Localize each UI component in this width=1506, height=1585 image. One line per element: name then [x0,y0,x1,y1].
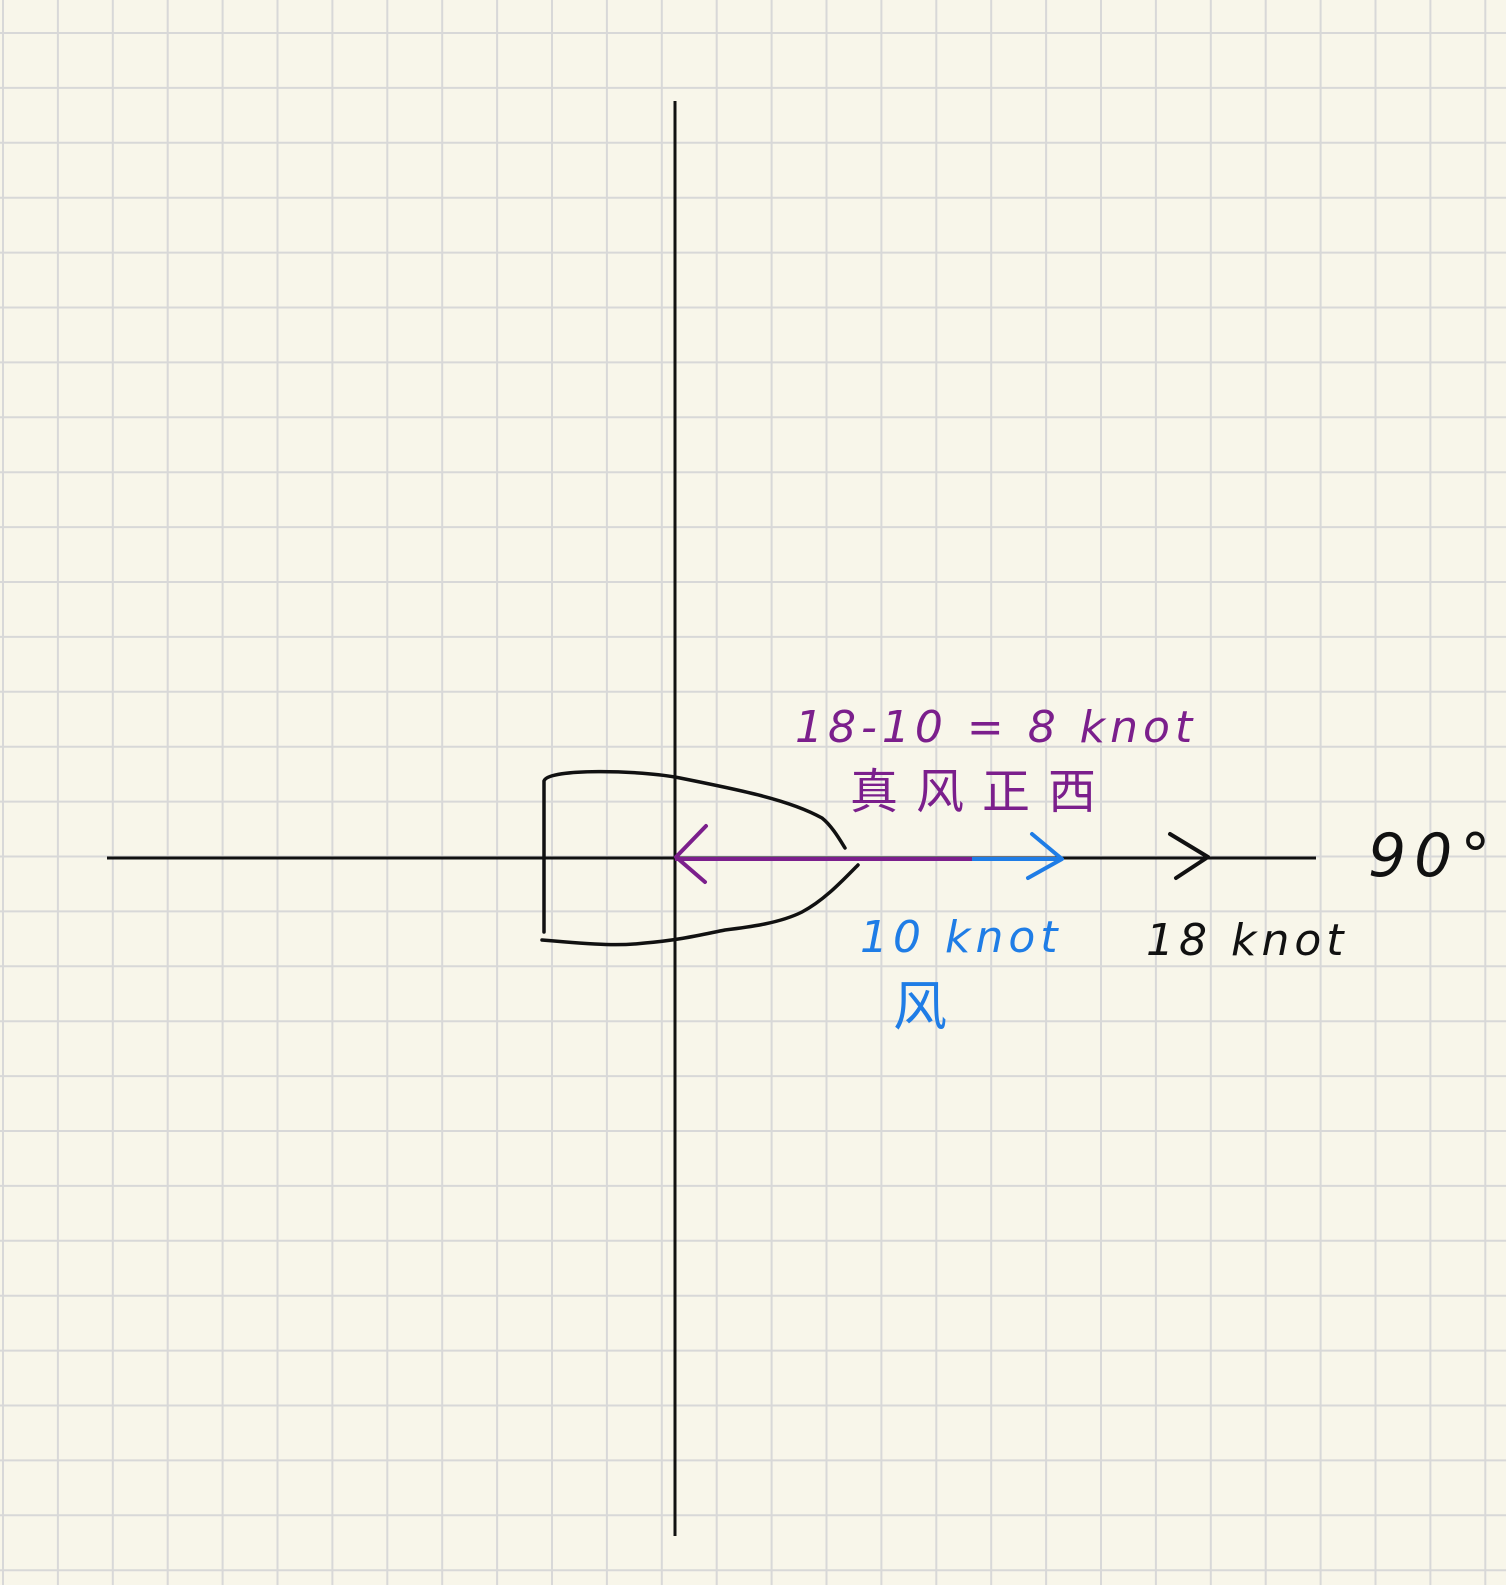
relative-wind-calc-label: 18-10 = 8 knot [795,702,1197,753]
heading-label: 90° [1368,821,1498,891]
wind-name-label: 风 [893,975,947,1038]
relative-wind-arrowhead [674,824,708,884]
wind-arrowhead [1026,832,1064,880]
boat-speed-label: 18 knot [1146,915,1349,966]
wind-speed-label: 10 knot [860,912,1063,963]
boat-outline [540,769,860,947]
boat-speed-arrowhead [1168,832,1210,880]
relative-wind-direction-label: 真风正西 [850,764,1114,820]
